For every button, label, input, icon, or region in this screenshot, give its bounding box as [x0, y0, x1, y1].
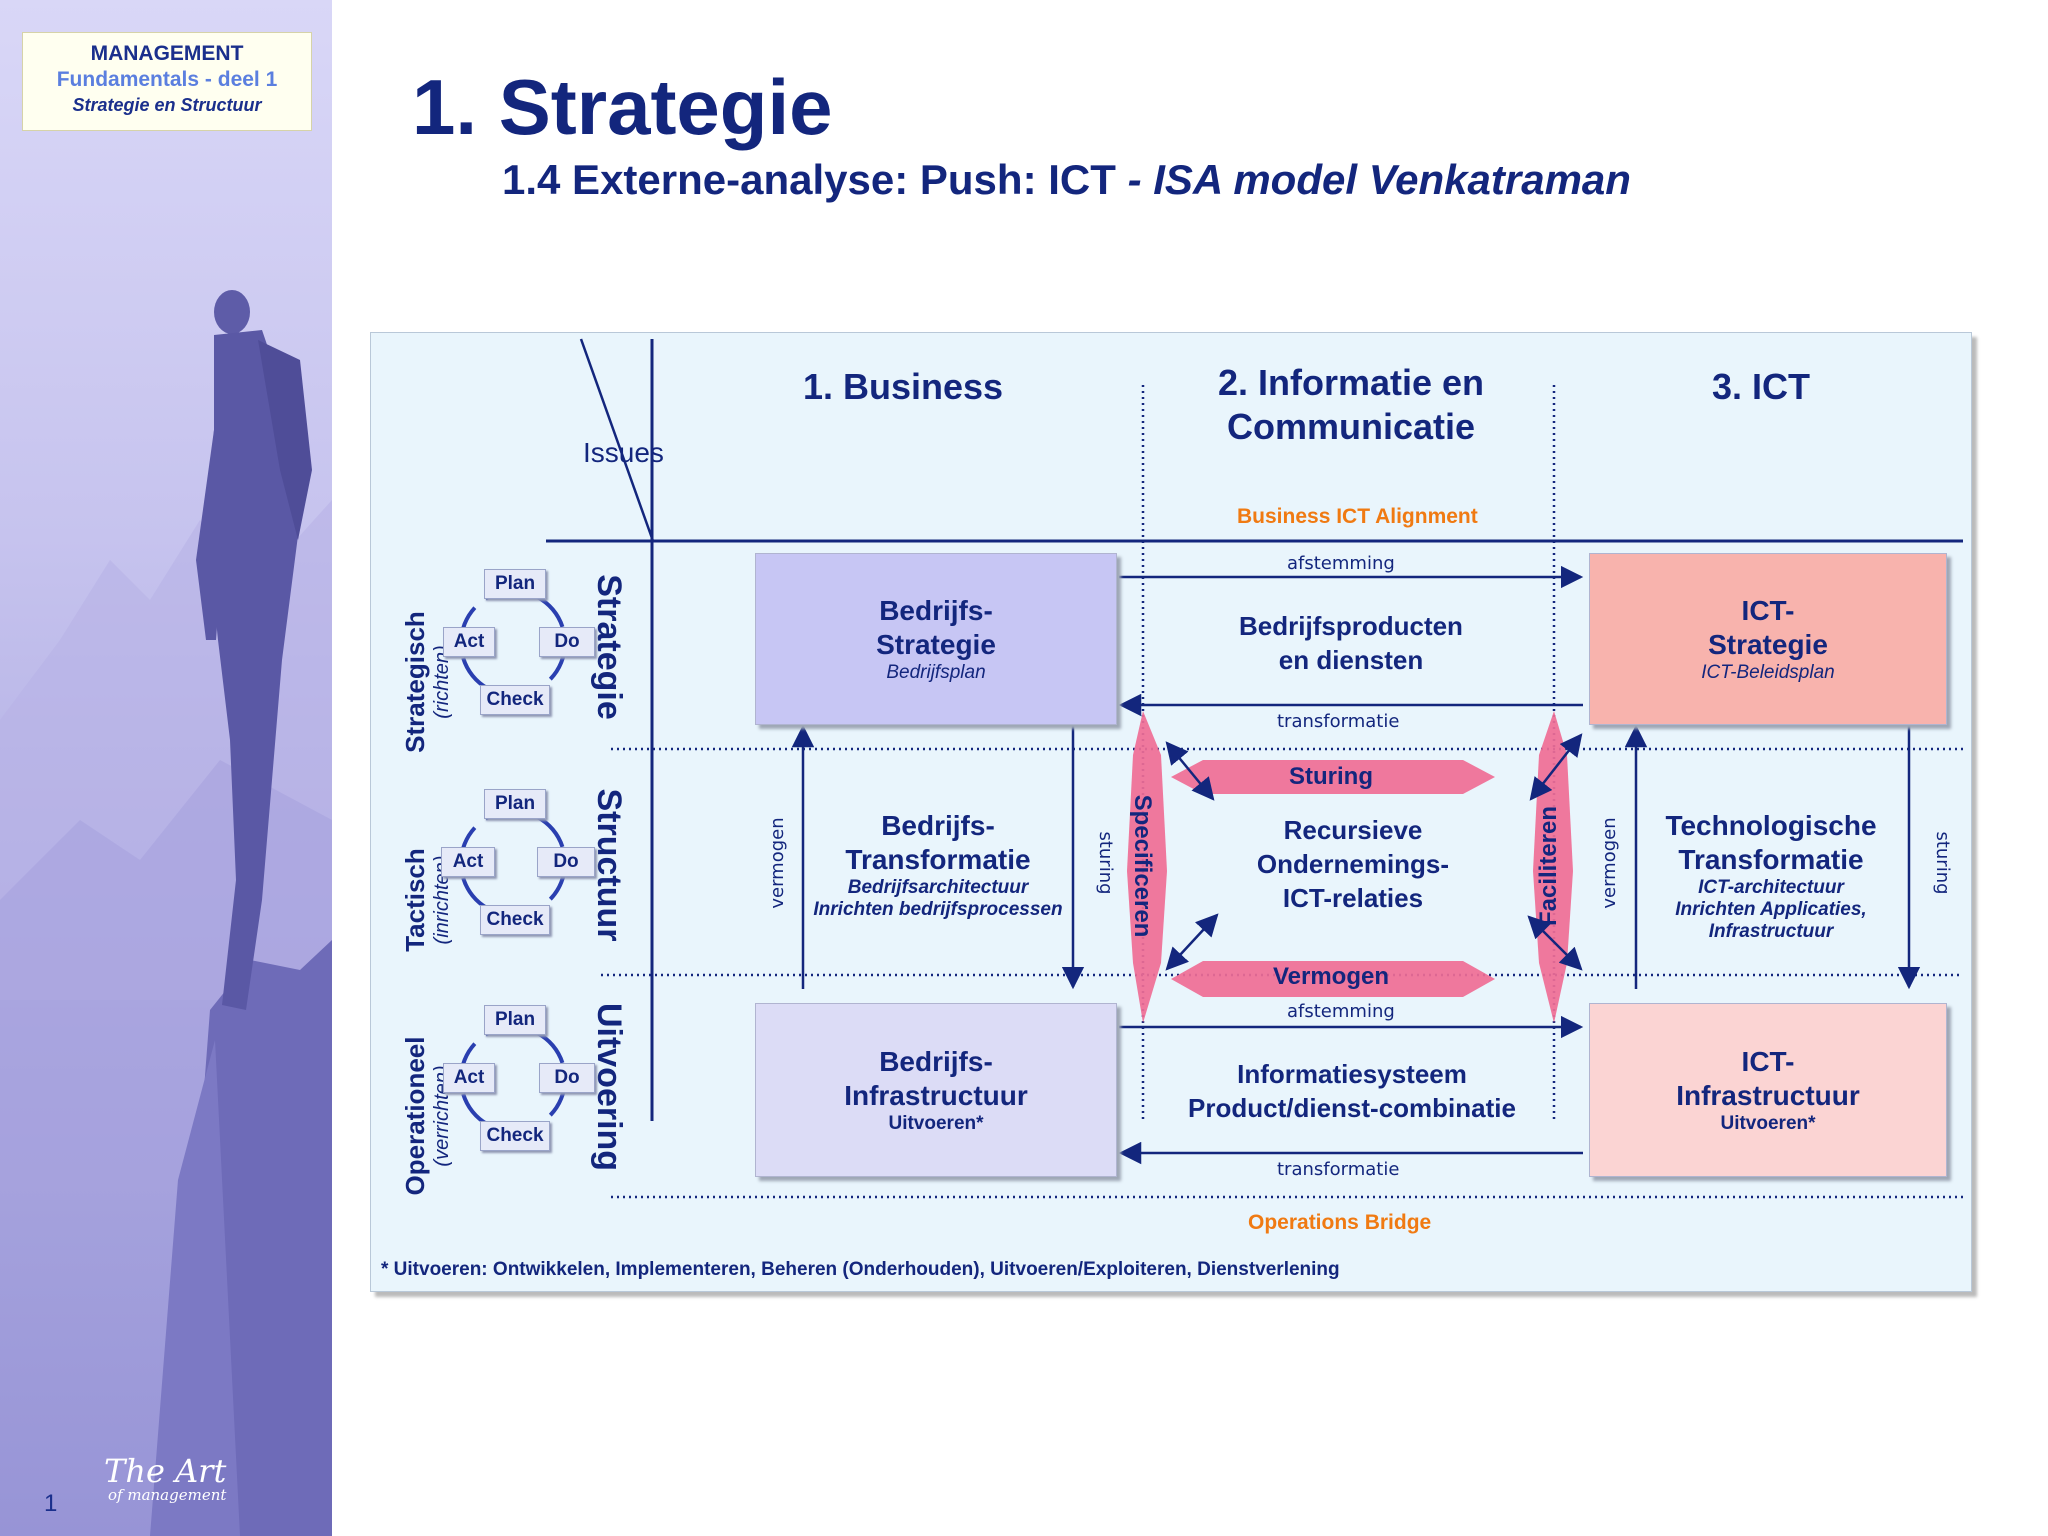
box-business-infrastructure: Bedrijfs- Infrastructuur Uitvoeren*	[755, 1003, 1117, 1177]
products-services-text: Bedrijfsproducten en diensten	[1239, 611, 1463, 675]
pdca-act: Act	[443, 627, 495, 657]
pdca-plan: Plan	[484, 1005, 546, 1035]
badge-subtitle: Fundamentals - deel 1	[56, 68, 278, 91]
vermogen-label: vermogen	[767, 817, 788, 909]
afstemming-label: afstemming	[1287, 553, 1395, 574]
pdca-check: Check	[480, 905, 550, 935]
box-ict-strategy: ICT- Strategie ICT-Beleidsplan	[1589, 553, 1947, 725]
sturing-arrow-label: Sturing	[1289, 763, 1373, 790]
isa-model-diagram: Issues 1. Business 2. Informatie en Comm…	[370, 332, 1972, 1292]
business-transformation-text: Bedrijfs- Transformatie Bedrijfsarchitec…	[813, 810, 1063, 920]
information-system-text: Informatiesysteem Product/dienst-combina…	[1188, 1059, 1516, 1123]
column-header-business: 1. Business	[802, 366, 1004, 407]
box-business-strategy: Bedrijfs- Strategie Bedrijfsplan	[755, 553, 1117, 725]
pdca-act: Act	[441, 847, 495, 877]
sidebar: MANAGEMENT Fundamentals - deel 1 Strateg…	[0, 0, 332, 1536]
page-subtitle: 1.4 Externe-analyse: Push: ICT - ISA mod…	[502, 156, 1631, 203]
column-header-ict: 3. ICT	[1711, 366, 1810, 407]
page-title: 1. Strategie	[412, 63, 833, 151]
specificeren-label: Specificeren	[1129, 794, 1156, 938]
faciliteren-label: Faciliteren	[1535, 805, 1562, 927]
pdca-plan: Plan	[484, 569, 546, 599]
pdca-act: Act	[443, 1063, 495, 1093]
box-ict-infrastructure: ICT- Infrastructuur Uitvoeren*	[1589, 1003, 1947, 1177]
vermogen-arrow-label: Vermogen	[1272, 963, 1390, 990]
badge-title: MANAGEMENT	[90, 42, 244, 65]
diagram-lines	[546, 338, 1963, 1199]
recursive-relations-text: Recursieve Ondernemings- ICT-relaties	[1256, 815, 1450, 913]
business-ict-alignment-label: Business ICT Alignment	[1237, 505, 1478, 528]
technology-transformation-text: Technologische Transformatie ICT-archite…	[1665, 810, 1877, 942]
issues-label: Issues	[583, 437, 664, 468]
transformatie-label: transformatie	[1277, 711, 1400, 732]
sturing-label: sturing	[1932, 831, 1953, 895]
column-header-information: 2. Informatie en Communicatie	[1217, 362, 1485, 447]
art-of-management-logo: The Art of management	[104, 1452, 227, 1504]
pdca-do: Do	[539, 1063, 595, 1093]
page-number: 1	[44, 1490, 58, 1517]
afstemming-label: afstemming	[1287, 1001, 1395, 1022]
issues-diagonal	[579, 338, 655, 542]
badge-topic: Strategie en Structuur	[72, 95, 262, 115]
operations-bridge-label: Operations Bridge	[1248, 1211, 1432, 1234]
course-badge: MANAGEMENT Fundamentals - deel 1 Strateg…	[22, 32, 312, 131]
mountain-climber-image	[0, 290, 332, 1536]
vermogen-label: vermogen	[1599, 817, 1620, 909]
pdca-do: Do	[539, 627, 595, 657]
sturing-label: sturing	[1095, 831, 1116, 895]
pdca-check: Check	[480, 685, 550, 715]
pdca-plan: Plan	[484, 789, 546, 819]
footnote: * Uitvoeren: Ontwikkelen, Implementeren,…	[381, 1259, 1340, 1280]
transformatie-label: transformatie	[1277, 1159, 1400, 1180]
pdca-do: Do	[537, 847, 595, 877]
pdca-check: Check	[480, 1121, 550, 1151]
